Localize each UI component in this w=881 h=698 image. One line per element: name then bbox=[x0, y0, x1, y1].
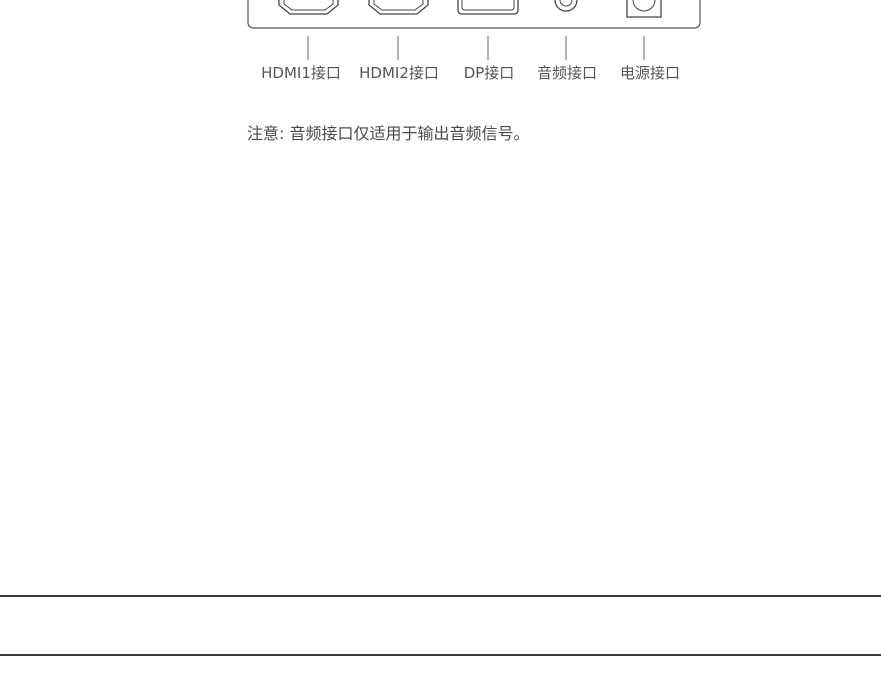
port-diagram: HDMI1接口 HDMI2接口 DP接口 音频接口 电源接口 bbox=[0, 0, 881, 120]
horizontal-divider-top bbox=[0, 595, 881, 597]
audio-label: 音频接口 bbox=[536, 64, 598, 82]
power-label: 电源接口 bbox=[619, 64, 681, 82]
dp-port-icon bbox=[457, 0, 519, 15]
audio-port-note: 注意: 音频接口仅适用于输出音频信号。 bbox=[247, 124, 530, 143]
power-port-icon bbox=[626, 0, 662, 18]
hdmi2-label: HDMI2接口 bbox=[359, 64, 439, 82]
port-panel-illustration bbox=[247, 0, 701, 60]
hdmi2-port-icon bbox=[368, 0, 429, 15]
horizontal-divider-bottom bbox=[0, 654, 881, 656]
hdmi1-port-icon bbox=[278, 0, 339, 15]
panel-outline bbox=[247, 0, 701, 29]
hdmi1-label: HDMI1接口 bbox=[261, 64, 341, 82]
dp-label: DP接口 bbox=[463, 64, 515, 82]
audio-port-icon bbox=[554, 0, 578, 12]
